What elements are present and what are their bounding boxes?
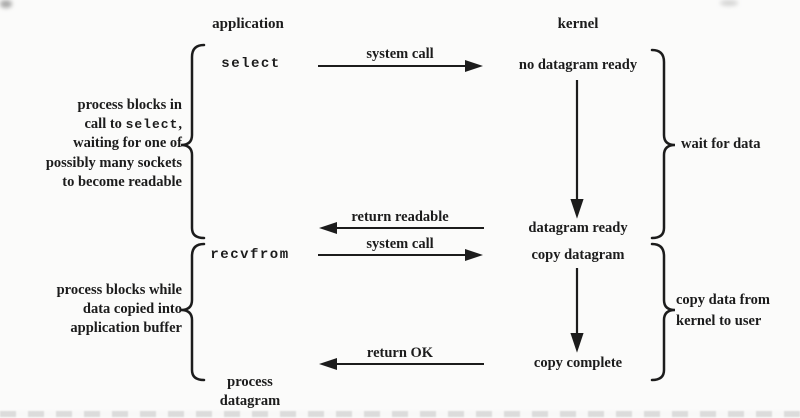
select-call-label: select bbox=[221, 56, 281, 72]
recvfrom-call-label: recvfrom bbox=[210, 247, 290, 263]
recvfrom-block-annotation: process blocks while data copied into ap… bbox=[57, 281, 182, 339]
select-annotation-line4: possibly many sockets bbox=[45, 154, 182, 171]
return-ok-arrow-label: return OK bbox=[366, 345, 434, 361]
select-annotation-line1: process blocks in bbox=[77, 97, 182, 113]
process-datagram-line2: datagram bbox=[219, 393, 281, 409]
recvfrom-block-brace bbox=[180, 242, 206, 382]
copy-data-annotation: copy data from kernel to user bbox=[676, 290, 770, 332]
select-block-annotation: process blocks in call to select, waitin… bbox=[46, 96, 182, 192]
kernel-column-header: kernel bbox=[557, 16, 599, 32]
scan-artifact-band bbox=[0, 411, 800, 417]
select-block-brace bbox=[180, 43, 206, 240]
scan-speck-top-left bbox=[0, 0, 12, 8]
no-datagram-ready-label: no datagram ready bbox=[518, 57, 638, 73]
select-annotation-line3: waiting for one of bbox=[73, 135, 182, 152]
wait-for-data-brace bbox=[650, 48, 676, 240]
process-datagram-label: process datagram bbox=[220, 373, 280, 411]
datagram-ready-label: datagram ready bbox=[528, 220, 628, 236]
scan-speck-top-right bbox=[720, 0, 738, 6]
recvfrom-annotation-line2: data copied into bbox=[82, 301, 182, 318]
copy-datagram-label: copy datagram bbox=[531, 247, 625, 263]
process-datagram-line1: process bbox=[227, 374, 273, 390]
select-annotation-line5: to become readable bbox=[62, 173, 182, 190]
copy-data-brace bbox=[650, 242, 676, 382]
application-column-header: application bbox=[212, 16, 284, 32]
copy-data-annotation-line2: kernel to user bbox=[676, 313, 762, 329]
recvfrom-annotation-line1: process blocks while bbox=[56, 282, 182, 298]
copy-complete-label: copy complete bbox=[533, 355, 623, 371]
system-call-arrow-2-label: system call bbox=[366, 236, 434, 252]
recvfrom-annotation-line3: application buffer bbox=[70, 320, 182, 337]
system-call-arrow-1-label: system call bbox=[366, 46, 434, 62]
select-inline-code: select bbox=[125, 117, 179, 133]
select-annotation-line2: call to select, bbox=[84, 116, 182, 133]
return-readable-arrow-label: return readable bbox=[351, 209, 449, 225]
wait-for-data-annotation: wait for data bbox=[681, 136, 761, 152]
copy-data-annotation-line1: copy data from bbox=[676, 292, 770, 308]
